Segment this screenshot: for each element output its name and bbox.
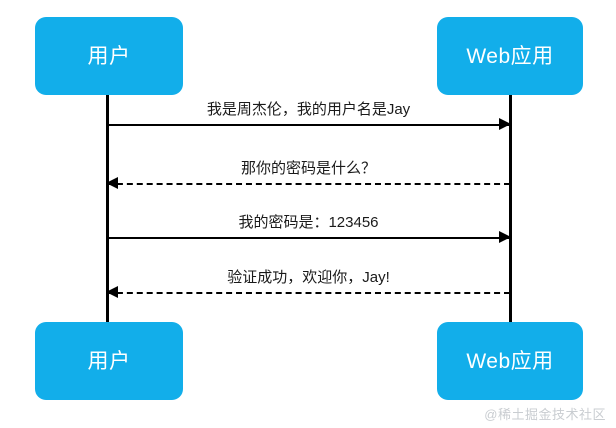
participant-label-user-top: 用户 — [87, 44, 131, 68]
message-3-line — [107, 237, 510, 239]
participant-box-webapp-top: Web应用 — [437, 17, 583, 95]
participant-box-user-top: 用户 — [35, 17, 183, 95]
message-2-line — [107, 183, 510, 185]
lifeline-user — [106, 95, 109, 322]
watermark: @稀土掘金技术社区 — [484, 407, 606, 422]
message-1-line — [107, 124, 510, 126]
arrow-left-icon — [106, 177, 118, 189]
message-1-label: 我是周杰伦，我的用户名是Jay — [206, 100, 411, 118]
message-2-label: 那你的密码是什么？ — [240, 159, 376, 177]
message-4-label: 验证成功，欢迎你，Jay! — [227, 268, 390, 286]
arrow-right-icon — [499, 118, 511, 130]
participant-box-user-bottom: 用户 — [35, 322, 183, 400]
participant-label-user-bottom: 用户 — [87, 349, 131, 373]
message-3-label: 我的密码是：123456 — [238, 213, 379, 231]
lifeline-webapp — [509, 95, 512, 322]
message-4-line — [107, 292, 510, 294]
arrow-right-icon — [499, 231, 511, 243]
participant-label-webapp-bottom: Web应用 — [466, 349, 554, 373]
participant-label-webapp-top: Web应用 — [466, 44, 554, 68]
participant-box-webapp-bottom: Web应用 — [437, 322, 583, 400]
arrow-left-icon — [106, 286, 118, 298]
